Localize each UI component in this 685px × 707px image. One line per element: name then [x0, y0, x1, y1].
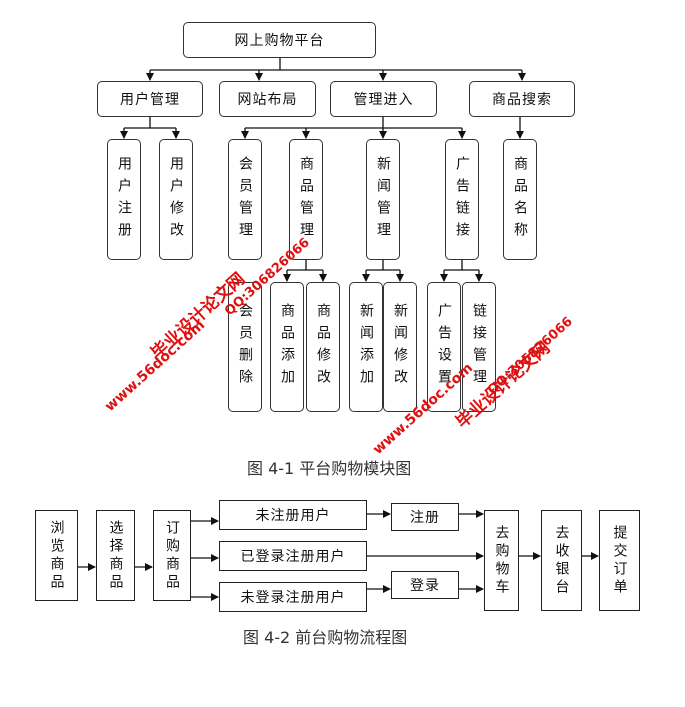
- node-goods-add: 商品添加: [270, 282, 304, 412]
- node-product-search: 商品搜索: [469, 81, 575, 117]
- flow-not-logged-in-user: 未登录注册用户: [219, 582, 367, 612]
- flow-order-products: 订购商品: [153, 510, 191, 601]
- node-news-add: 新闻添加: [349, 282, 383, 412]
- node-link-management: 链接管理: [462, 282, 496, 412]
- flow-browse-products: 浏览商品: [35, 510, 78, 601]
- node-site-layout: 网站布局: [219, 81, 316, 117]
- flow-submit-order: 提交订单: [599, 510, 640, 611]
- flow-logged-in-user: 已登录注册用户: [219, 541, 367, 571]
- node-member-management: 会员管理: [228, 139, 262, 260]
- node-user-management: 用户管理: [97, 81, 203, 117]
- flow-select-products: 选择商品: [96, 510, 135, 601]
- node-user-modify: 用户修改: [159, 139, 193, 260]
- flow-register: 注册: [391, 503, 459, 531]
- node-goods-modify: 商品修改: [306, 282, 340, 412]
- flow-login: 登录: [391, 571, 459, 599]
- node-member-delete: 会员删除: [228, 282, 262, 412]
- node-news-modify: 新闻修改: [383, 282, 417, 412]
- figure2-caption: 图 4-2 前台购物流程图: [243, 628, 408, 647]
- flow-go-to-cart: 去购物车: [484, 510, 519, 611]
- flow-go-to-checkout: 去收银台: [541, 510, 582, 611]
- root-node: 网上购物平台: [183, 22, 376, 58]
- node-ad-links: 广告链接: [445, 139, 479, 260]
- figure1-caption: 图 4-1 平台购物模块图: [247, 459, 412, 478]
- node-product-name: 商品名称: [503, 139, 537, 260]
- node-user-register: 用户注册: [107, 139, 141, 260]
- node-admin-entry: 管理进入: [330, 81, 437, 117]
- node-news-management: 新闻管理: [366, 139, 400, 260]
- node-goods-management: 商品管理: [289, 139, 323, 260]
- node-ad-settings: 广告设置: [427, 282, 461, 412]
- flow-unregistered-user: 未注册用户: [219, 500, 367, 530]
